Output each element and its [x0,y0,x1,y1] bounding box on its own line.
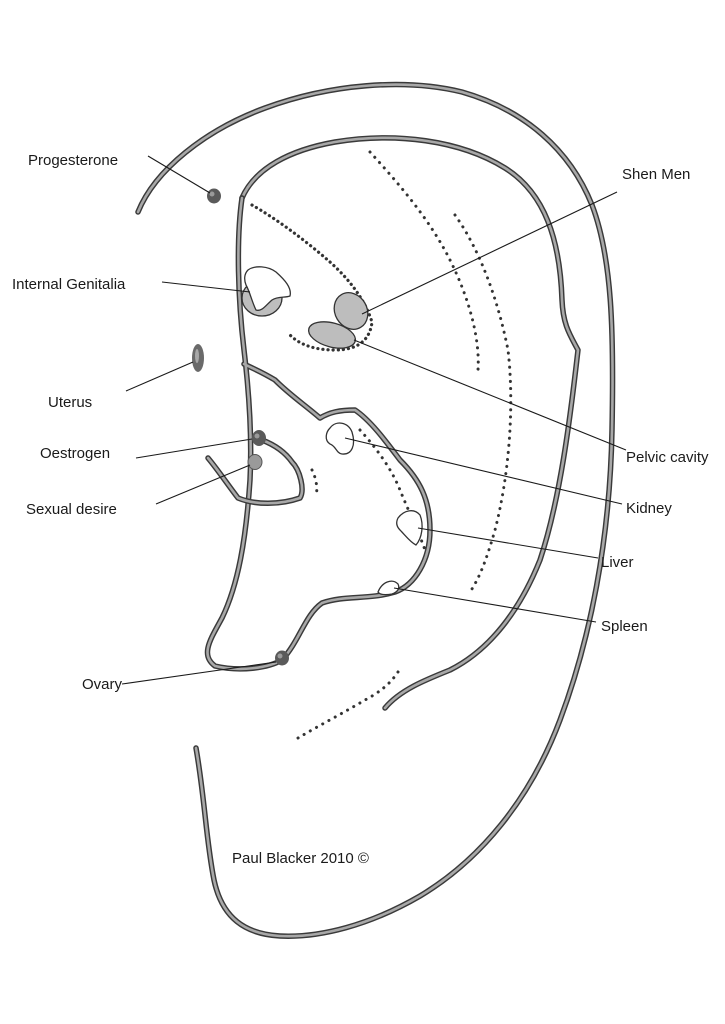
label-oestrogen: Oestrogen [40,445,111,462]
label-liver: Liver [601,554,634,571]
label-spleen: Spleen [601,618,648,635]
leader-uterus [125,361,194,392]
label-pelvic-cavity: Pelvic cavity [626,449,709,466]
antitragus-outline [205,437,305,506]
leader-ovary [121,661,277,685]
progesterone-point [207,188,221,204]
leader-pelvic-cavity [353,339,627,451]
leader-sexual-desire [155,464,251,505]
label-internal-genitalia: Internal Genitalia [12,276,126,293]
dotted-line-antihelix [250,203,374,352]
internal-genitalia-marker [241,266,291,317]
kidney-marker [325,422,355,455]
label-uterus: Uterus [48,394,93,411]
leader-liver [417,527,599,559]
sexual-desire-point [247,454,263,470]
ovary-point [275,650,289,666]
spleen-marker [377,580,400,596]
concha-outline [204,195,433,672]
leader-internal-genitalia [161,281,251,293]
leader-shen-men [361,191,618,315]
ear-outer-outline [135,81,616,939]
leader-spleen [393,587,597,623]
leader-oestrogen [135,438,253,459]
liver-marker [396,510,423,546]
dotted-line-scapha [453,213,513,594]
label-sexual-desire: Sexual desire [26,501,117,518]
oestrogen-point [252,430,266,446]
pelvic-cavity-marker [307,321,357,349]
antihelix-outline [239,135,581,711]
uterus-point [192,344,204,372]
shen-men-marker [333,292,369,330]
leader-kidney [344,437,623,505]
label-progesterone: Progesterone [28,152,119,169]
dotted-line-concha [358,428,427,552]
credit-text: Paul Blacker 2010 © [232,850,369,867]
label-shen-men: Shen Men [622,166,691,183]
dotted-line-helix-crus [368,150,480,372]
label-kidney: Kidney [626,500,672,517]
dotted-line-lobe [296,670,400,740]
leader-progesterone [147,155,211,194]
label-ovary: Ovary [82,676,123,693]
dotted-line-antitragus [310,468,319,498]
